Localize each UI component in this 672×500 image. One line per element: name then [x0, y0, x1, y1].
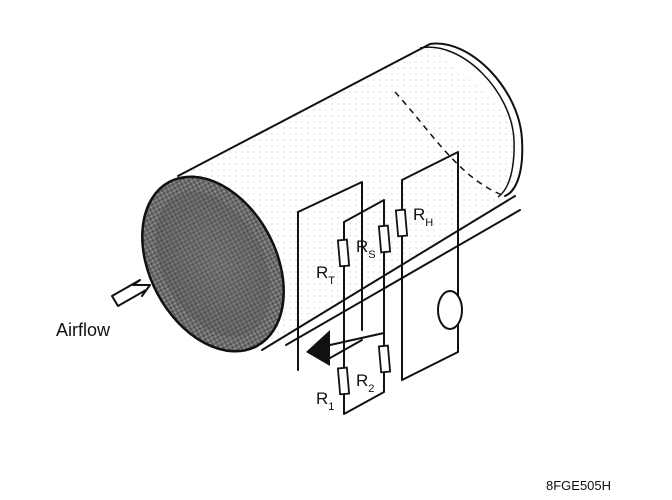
label-rh: RH: [413, 205, 433, 229]
resistor-rs: [377, 224, 392, 254]
hot-wire: [285, 209, 521, 346]
label-rt: RT: [316, 263, 335, 287]
label-r2: R2: [356, 371, 374, 395]
heater-panel: [401, 151, 459, 381]
figure-code: 8FGE505H: [546, 478, 611, 493]
airflow-arrow-icon: [111, 279, 151, 307]
resistor-rt: [336, 238, 351, 268]
label-rs: RS: [356, 237, 376, 261]
detector-amplifier: [306, 330, 385, 366]
bridge-panel-left: [297, 181, 363, 371]
cylinder-front-face: [141, 175, 285, 353]
power-source-icon: [437, 290, 463, 330]
resistor-r1: [336, 366, 351, 396]
resistor-r2: [377, 344, 392, 374]
resistor-rh: [394, 208, 409, 238]
airflow-label: Airflow: [56, 320, 111, 340]
label-r1: R1: [316, 389, 334, 413]
